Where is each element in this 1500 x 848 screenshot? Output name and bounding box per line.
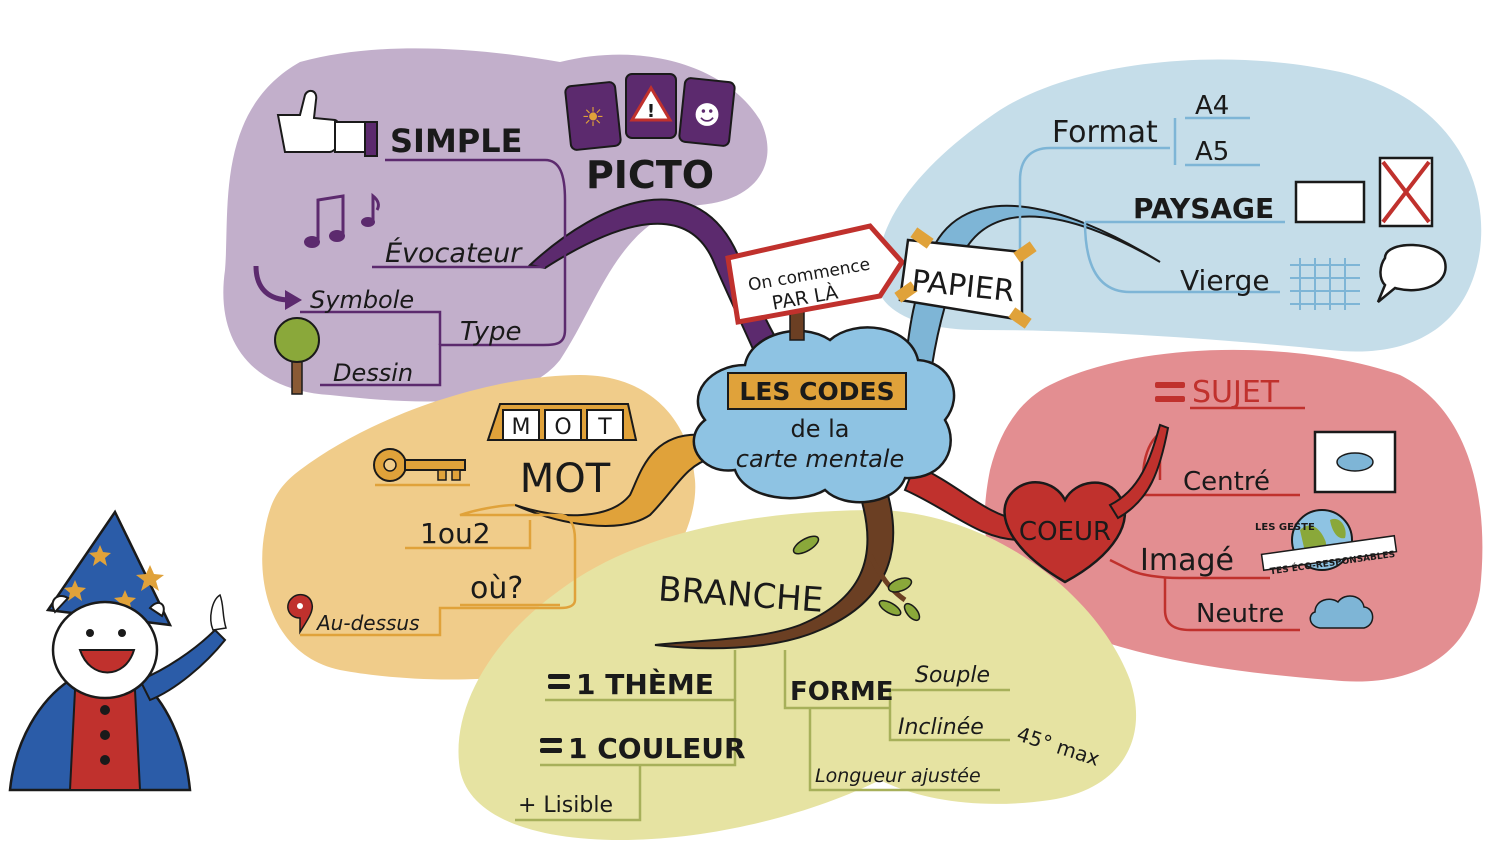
branche-main-branch	[654, 494, 895, 650]
heart-icon: COEUR	[1003, 481, 1127, 584]
branche-inclinee-label: Inclinée	[898, 715, 984, 740]
mot-1ou2-label: 1ou2	[420, 517, 491, 550]
portrait-crossed-icon	[1378, 156, 1434, 228]
branche-theme-label: 1 THÈME	[576, 667, 714, 701]
picto-cards: ☀ ! ☻	[564, 73, 736, 151]
warning-mark: !	[647, 101, 655, 122]
music-notes-icon	[304, 192, 380, 248]
couleur-equal-icon	[540, 738, 562, 753]
eco-badge-line-1: LES GESTE	[1255, 522, 1315, 533]
tree-icon	[274, 317, 320, 395]
key-icon	[373, 448, 466, 482]
mot-ou-label: où?	[470, 571, 523, 606]
cloud-icon	[1309, 595, 1374, 629]
coeur-centre-label: Centré	[1183, 467, 1270, 497]
location-pin-icon	[287, 593, 314, 635]
branche-zone	[458, 510, 1137, 840]
sun-icon: ☀	[581, 103, 604, 133]
thumbs-up-icon	[276, 89, 378, 157]
papier-vierge-label: Vierge	[1180, 264, 1270, 297]
wizard-mascot	[8, 509, 227, 792]
picto-type-label: Type	[460, 317, 522, 347]
picto-title: PICTO	[586, 153, 714, 197]
picto-evocateur-label: Évocateur	[385, 237, 523, 269]
coeur-sujet-label: SUJET	[1192, 375, 1280, 410]
leaf-icon	[903, 602, 921, 622]
mot-tile-o: O	[554, 415, 571, 440]
center-subtitle-2: carte mentale	[736, 445, 904, 473]
papier-format-label: Format	[1052, 115, 1158, 150]
speech-bubble-icon	[1376, 243, 1447, 303]
centered-sheet-icon	[1313, 430, 1397, 494]
leaf-icon	[887, 577, 913, 593]
coeur-image-label: Imagé	[1140, 543, 1234, 578]
papier-branch-lines	[1018, 116, 1285, 294]
grid-icon	[1290, 258, 1360, 310]
smiley-icon: ☻	[693, 101, 720, 131]
equal-icon	[1155, 382, 1185, 402]
coeur-title: COEUR	[1019, 517, 1111, 547]
warning-icon	[629, 85, 673, 122]
center-subtitle-1: de la	[790, 415, 849, 443]
start-sign: On commence PAR LÀ	[725, 223, 906, 341]
arrow-head-icon	[285, 290, 302, 310]
picto-dessin-label: Dessin	[333, 359, 413, 387]
branche-couleur-label: 1 COULEUR	[568, 732, 746, 765]
eco-badge: LES GESTE TES ÉCO-RESPONSABLES	[1255, 509, 1398, 577]
papier-paysage-label: PAYSAGE	[1133, 192, 1274, 225]
leaf-icon	[878, 599, 902, 617]
center-cloud: LES CODES de la carte mentale	[692, 326, 956, 504]
center-title: LES CODES	[739, 377, 894, 406]
branche-souple-label: Souple	[915, 663, 990, 688]
leaf-icon	[792, 535, 820, 555]
branche-forme-label: FORME	[790, 677, 894, 707]
papier-sign: PAPIER	[894, 227, 1037, 329]
picto-simple-label: SIMPLE	[390, 122, 523, 160]
branche-longueur-label: Longueur ajustée	[815, 765, 981, 787]
picto-branch-lines	[300, 158, 567, 387]
coeur-neutre-label: Neutre	[1196, 599, 1284, 629]
coeur-outer-branch	[1108, 423, 1170, 520]
mot-au-dessus-label: Au-dessus	[315, 611, 420, 635]
mot-title: MOT	[520, 456, 611, 502]
branche-lisible-label: + Lisible	[518, 793, 613, 818]
mot-tile-m: M	[512, 415, 531, 440]
branche-lines	[515, 650, 1010, 822]
papier-a4-label: A4	[1195, 91, 1229, 121]
papier-a5-label: A5	[1195, 137, 1229, 167]
center-title-banner	[727, 372, 907, 410]
picto-symbole-label: Symbole	[310, 286, 414, 314]
mot-tile-t: T	[597, 415, 612, 440]
landscape-sheet-icon	[1294, 180, 1366, 224]
location-pin-dot	[297, 603, 303, 609]
mot-tiles: M O T	[486, 403, 638, 441]
mot-branch-lines	[300, 483, 577, 637]
branche-twig	[867, 553, 907, 603]
theme-equal-icon	[548, 674, 570, 689]
